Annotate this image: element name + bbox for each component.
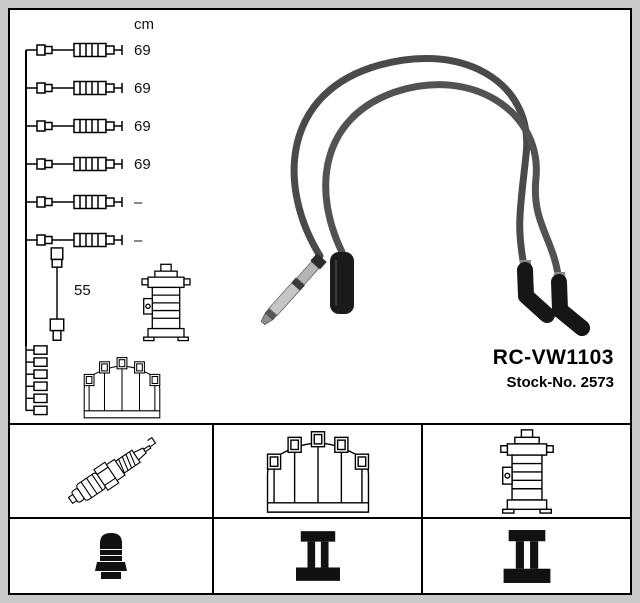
ignition-coil-icon: [499, 429, 554, 514]
distributor-cap-icon: [266, 431, 369, 513]
cable-drawing: [26, 42, 123, 58]
grid-cell-distributor-cap: [214, 425, 423, 517]
ignition-cable-1: [290, 55, 531, 276]
grid-cell-terminal-spool-2: [423, 519, 630, 593]
cable-length: –: [134, 231, 143, 249]
cable-row-4: 69: [26, 154, 174, 174]
cable-set-photo: [260, 55, 590, 336]
terminal-spool-icon: [503, 529, 550, 583]
cable-row-6: –: [26, 230, 174, 250]
elbow-boot-1: [517, 262, 555, 323]
cable-row-2: 69: [26, 78, 174, 98]
stock-number: Stock-No. 2573: [506, 374, 614, 391]
unit-header: cm: [134, 16, 154, 33]
elbow-boot-2: [551, 274, 590, 336]
ignition-cable-2: [322, 81, 563, 288]
cable-drawing: [26, 156, 123, 172]
spark-plug-icon: [63, 432, 163, 512]
grid-cell-ignition-coil: [423, 425, 630, 517]
part-info: RC-VW1103 Stock-No. 2573: [493, 346, 614, 391]
grid-cell-spark-plug: [10, 425, 214, 517]
straight-plug-connector: [260, 253, 327, 326]
part-number: RC-VW1103: [492, 346, 614, 369]
cable-row-5: –: [26, 192, 174, 212]
component-grid-row-2: [10, 519, 630, 593]
cable-drawing: [26, 118, 123, 134]
cable-row-1: 69: [26, 40, 174, 60]
coil-wire-length: 55: [74, 282, 91, 299]
component-grid-row-1: [10, 425, 630, 519]
component-grid: [10, 425, 630, 593]
coil-wire-drawing: [49, 247, 65, 341]
cable-length: 69: [134, 79, 151, 97]
plug-terminal-icon: [95, 533, 127, 579]
cable-length: –: [134, 193, 143, 211]
terminal-spool-icon: [295, 531, 340, 581]
ignition-coil-schematic-icon: [141, 263, 191, 342]
cable-length: 69: [134, 155, 151, 173]
grid-cell-terminal-spool-1: [214, 519, 423, 593]
distributor-terminal-stack: [25, 344, 48, 416]
product-sheet: cm 69 69 69 69 –: [8, 8, 632, 595]
distributor-cap-schematic-icon: [83, 357, 161, 419]
cable-length: 69: [134, 117, 151, 135]
grid-cell-plug-terminal: [10, 519, 214, 593]
cable-drawing: [26, 194, 123, 210]
cable-drawing: [26, 80, 123, 96]
cable-bus-line: [25, 50, 27, 346]
cylindrical-connector: [330, 252, 354, 314]
cable-length: 69: [134, 41, 151, 59]
cable-row-3: 69: [26, 116, 174, 136]
diagram-panel: cm 69 69 69 69 –: [10, 10, 630, 425]
